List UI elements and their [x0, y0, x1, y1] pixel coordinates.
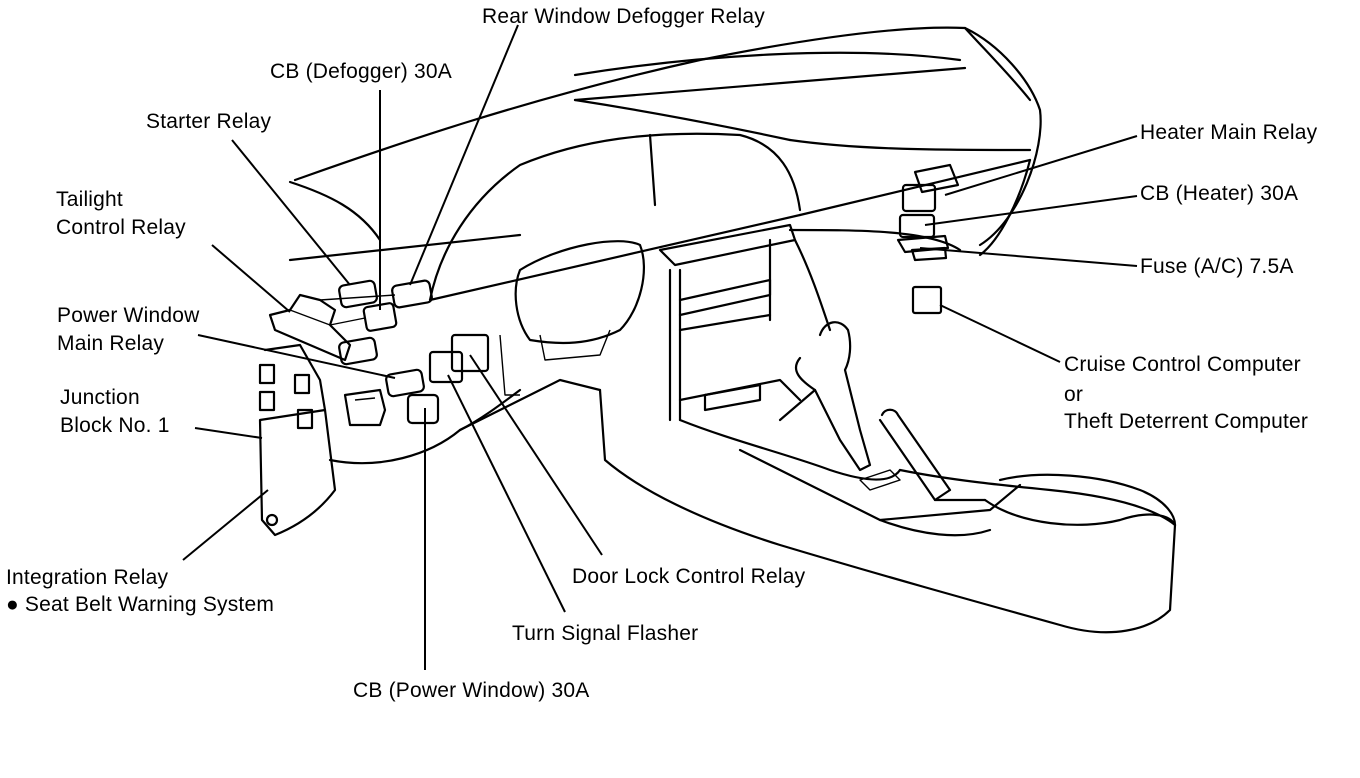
leader-heater-main	[944, 135, 1138, 196]
label-power-window-main-relay-line1: Power Window	[57, 304, 200, 327]
label-cb-power-window: CB (Power Window) 30A	[353, 679, 590, 702]
left-relay-cluster	[258, 279, 490, 537]
label-cb-heater: CB (Heater) 30A	[1140, 182, 1299, 205]
leader-cruise-control	[939, 304, 1061, 363]
leader-tailight	[211, 244, 291, 313]
label-integration-relay: Integration Relay	[6, 566, 169, 589]
right-relay-cluster	[896, 163, 960, 315]
label-fuse-ac: Fuse (A/C) 7.5A	[1140, 255, 1294, 278]
label-junction-block-line1: Junction	[60, 386, 140, 409]
label-junction-block-line2: Block No. 1	[60, 414, 170, 437]
leader-junction	[194, 427, 263, 439]
label-tailight-control-relay-line2: Control Relay	[56, 216, 186, 239]
leader-door-lock	[469, 354, 603, 556]
label-turn-signal-flasher: Turn Signal Flasher	[512, 622, 699, 645]
leader-lines	[182, 24, 1138, 670]
label-power-window-main-relay-line2: Main Relay	[57, 332, 165, 355]
label-door-lock-control-relay: Door Lock Control Relay	[572, 565, 806, 588]
leader-power-window	[197, 334, 396, 379]
leader-turn-signal	[447, 374, 566, 613]
label-cruise-control-computer: Cruise Control Computer	[1064, 353, 1301, 376]
label-starter-relay: Starter Relay	[146, 110, 272, 133]
label-cb-defogger: CB (Defogger) 30A	[270, 60, 452, 83]
leader-starter	[231, 139, 351, 286]
label-theft-deterrent-computer: Theft Deterrent Computer	[1064, 410, 1309, 433]
label-or: or	[1064, 383, 1084, 406]
dashboard-outline	[288, 26, 1177, 634]
leader-cb-heater	[924, 195, 1138, 226]
label-rear-window-defogger-relay: Rear Window Defogger Relay	[482, 5, 765, 28]
leader-integration	[182, 489, 269, 561]
label-tailight-control-relay-line1: Tailight	[56, 188, 123, 211]
leader-rear-defogger	[409, 24, 519, 286]
label-heater-main-relay: Heater Main Relay	[1140, 121, 1318, 144]
leader-fuse-ac	[919, 247, 1138, 267]
label-seat-belt-warning-system: ● Seat Belt Warning System	[6, 593, 275, 616]
